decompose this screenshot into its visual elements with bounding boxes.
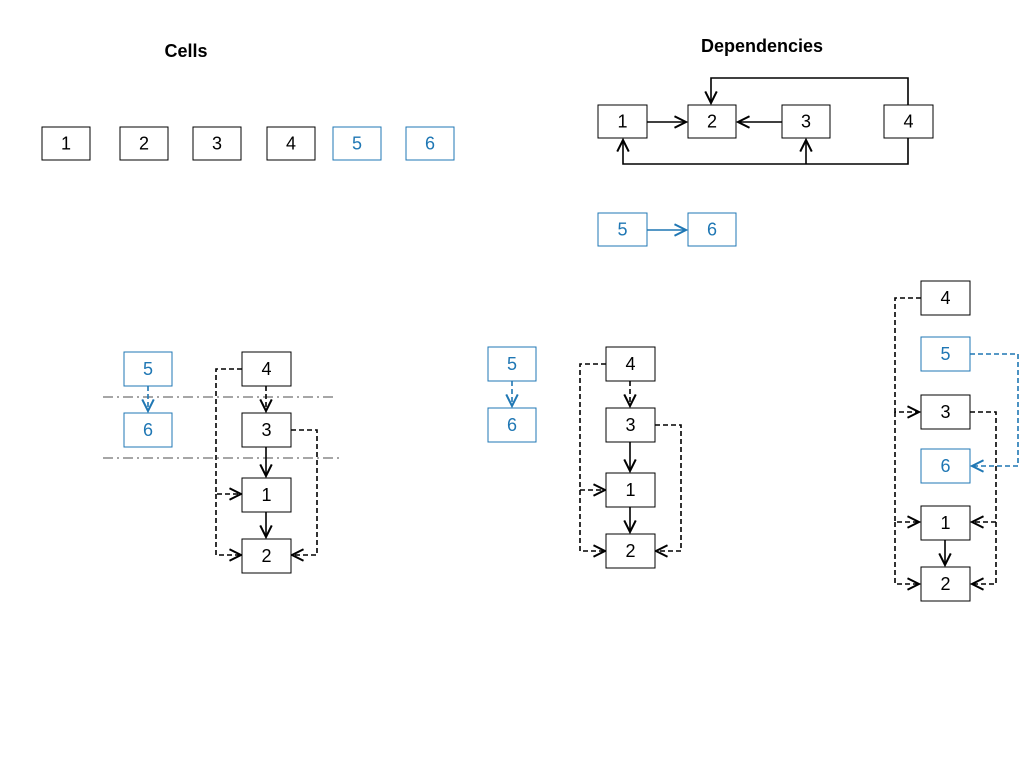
seq-edge-3-to-2 [972, 522, 997, 584]
layer-node-label-6: 6 [143, 420, 153, 440]
layer-node-3: 3 [241, 412, 292, 448]
layer-edge-4-to-2 [215, 494, 241, 555]
dep-node-label-3: 3 [801, 112, 811, 132]
layer-node-2: 2 [241, 538, 292, 574]
seq-node-1: 1 [920, 505, 971, 541]
dep-edge-4-to-2 [711, 77, 909, 105]
compact-edge-4-to-2 [579, 490, 605, 551]
compact-node-label-6: 6 [507, 415, 517, 435]
seq-node-2: 2 [920, 566, 971, 602]
cell-box-3: 3 [192, 126, 242, 161]
dep-node-label-6: 6 [707, 220, 717, 240]
cell-box-6: 6 [405, 126, 455, 161]
layer-node-1: 1 [241, 477, 292, 513]
layering-diagram: 5 6 4 3 1 2 [103, 351, 343, 574]
cell-box-1: 1 [41, 126, 91, 161]
cell-label-6: 6 [425, 134, 435, 154]
compact-node-1: 1 [605, 472, 656, 508]
dep-node-6: 6 [687, 212, 737, 247]
cell-box-4: 4 [266, 126, 316, 161]
compact-node-label-3: 3 [625, 415, 635, 435]
seq-node-label-4: 4 [940, 288, 950, 308]
seq-node-5: 5 [920, 336, 971, 372]
seq-edge-4-to-3 [894, 297, 921, 412]
dep-node-label-1: 1 [617, 112, 627, 132]
cell-box-2: 2 [119, 126, 169, 161]
seq-edge-3-to-1 [970, 411, 997, 522]
dep-node-label-5: 5 [617, 220, 627, 240]
seq-edge-4-to-2 [894, 522, 919, 584]
cell-box-5: 5 [332, 126, 382, 161]
seq-node-6: 6 [920, 448, 971, 484]
dependencies-heading: Dependencies [701, 36, 823, 56]
cell-label-3: 3 [212, 134, 222, 154]
compact-node-label-1: 1 [625, 480, 635, 500]
compact-node-label-4: 4 [625, 354, 635, 374]
dep-node-5: 5 [597, 212, 648, 247]
compact-node-label-5: 5 [507, 354, 517, 374]
dep-node-3: 3 [781, 104, 831, 139]
seq-node-label-6: 6 [940, 456, 950, 476]
cell-label-1: 1 [61, 134, 71, 154]
compact-diagram: 5 6 4 3 1 2 [487, 346, 682, 569]
dep-node-1: 1 [597, 104, 648, 139]
layer-node-label-1: 1 [261, 485, 271, 505]
layer-node-4: 4 [241, 351, 292, 387]
layer-node-label-3: 3 [261, 420, 271, 440]
layer-node-label-2: 2 [261, 546, 271, 566]
dependencies-graph: 1 2 3 4 5 6 [597, 77, 934, 247]
dep-node-2: 2 [687, 104, 737, 139]
compact-node-3: 3 [605, 407, 656, 443]
dep-node-4: 4 [883, 104, 934, 139]
dep-edge-4-to-1 [623, 138, 909, 165]
cells-row: 1 2 3 4 5 6 [41, 126, 455, 161]
cell-label-4: 4 [286, 134, 296, 154]
seq-node-label-5: 5 [940, 344, 950, 364]
layer-edge-3-to-2 [291, 429, 318, 555]
layer-node-6: 6 [123, 412, 173, 448]
seq-node-3: 3 [920, 394, 971, 430]
dep-node-label-4: 4 [903, 112, 913, 132]
seq-node-label-3: 3 [940, 402, 950, 422]
sequence-diagram: 4 5 3 6 1 2 [894, 280, 1019, 602]
compact-node-4: 4 [605, 346, 656, 382]
compact-node-5: 5 [487, 346, 537, 382]
cells-heading: Cells [164, 41, 207, 61]
compact-edge-4-to-1 [579, 363, 606, 490]
compact-edge-3-to-2 [655, 424, 682, 551]
layer-edge-4-to-1 [215, 368, 242, 494]
cell-label-2: 2 [139, 134, 149, 154]
layer-node-5: 5 [123, 351, 173, 387]
compact-node-6: 6 [487, 407, 537, 443]
seq-node-4: 4 [920, 280, 971, 316]
compact-node-2: 2 [605, 533, 656, 569]
seq-edge-4-to-1 [894, 412, 919, 522]
seq-edge-5-to-6 [970, 353, 1019, 466]
seq-node-label-1: 1 [940, 513, 950, 533]
seq-node-label-2: 2 [940, 574, 950, 594]
dep-node-label-2: 2 [707, 112, 717, 132]
cell-label-5: 5 [352, 134, 362, 154]
compact-node-label-2: 2 [625, 541, 635, 561]
layer-node-label-4: 4 [261, 359, 271, 379]
layer-node-label-5: 5 [143, 359, 153, 379]
